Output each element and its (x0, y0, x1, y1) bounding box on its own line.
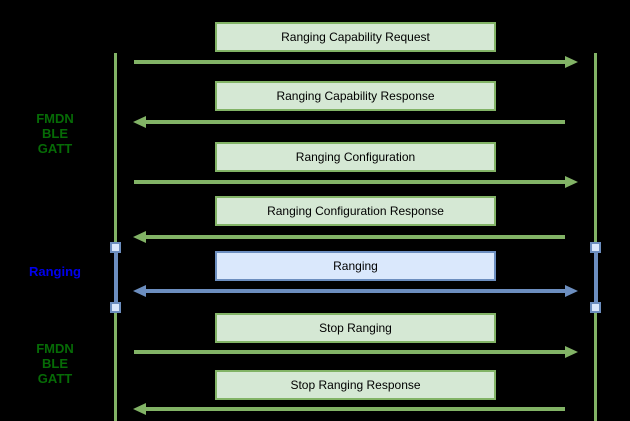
activation-endpoint-marker (110, 242, 121, 253)
message-box-stop-ranging: Stop Ranging (215, 313, 496, 343)
message-box-ranging-configuration: Ranging Configuration (215, 142, 496, 172)
label-line: GATT (37, 371, 73, 386)
arrow-stop-ranging (134, 346, 578, 358)
label-fmdn-ble-gatt-top: FMDN BLE GATT (15, 111, 95, 156)
arrowhead-left-icon (133, 403, 146, 415)
arrow-shaft (144, 235, 565, 239)
arrow-ranging-configuration-response (133, 231, 565, 243)
activation-segment-left (113, 251, 118, 305)
arrow-shaft (144, 289, 567, 293)
label-line: BLE (42, 126, 68, 141)
arrow-ranging-capability-request (134, 56, 578, 68)
label-fmdn-ble-gatt-bottom: FMDN BLE GATT (15, 341, 95, 386)
arrowhead-left-icon (133, 285, 146, 297)
arrowhead-left-icon (133, 231, 146, 243)
message-box-ranging-configuration-response: Ranging Configuration Response (215, 196, 496, 226)
arrow-shaft (144, 407, 565, 411)
arrowhead-right-icon (565, 176, 578, 188)
activation-segment-right (593, 251, 598, 305)
message-box-ranging-capability-request: Ranging Capability Request (215, 22, 496, 52)
arrow-stop-ranging-response (133, 403, 565, 415)
arrow-ranging-bidirectional (133, 285, 578, 297)
arrow-shaft (134, 350, 567, 354)
label-line: Ranging (29, 264, 81, 279)
arrowhead-right-icon (565, 346, 578, 358)
arrowhead-left-icon (133, 116, 146, 128)
activation-endpoint-marker (590, 242, 601, 253)
activation-endpoint-marker (590, 302, 601, 313)
arrow-ranging-capability-response (133, 116, 565, 128)
label-ranging: Ranging (15, 264, 95, 279)
arrow-shaft (144, 120, 565, 124)
label-line: GATT (37, 141, 73, 156)
lifeline-right (594, 53, 597, 421)
message-box-stop-ranging-response: Stop Ranging Response (215, 370, 496, 400)
arrow-shaft (134, 180, 567, 184)
activation-endpoint-marker (110, 302, 121, 313)
label-line: BLE (42, 356, 68, 371)
arrowhead-right-icon (565, 285, 578, 297)
arrow-ranging-configuration (134, 176, 578, 188)
label-line: FMDN (36, 341, 74, 356)
message-box-ranging-capability-response: Ranging Capability Response (215, 81, 496, 111)
message-box-ranging: Ranging (215, 251, 496, 281)
label-line: FMDN (36, 111, 74, 126)
arrow-shaft (134, 60, 567, 64)
lifeline-left (114, 53, 117, 421)
arrowhead-right-icon (565, 56, 578, 68)
